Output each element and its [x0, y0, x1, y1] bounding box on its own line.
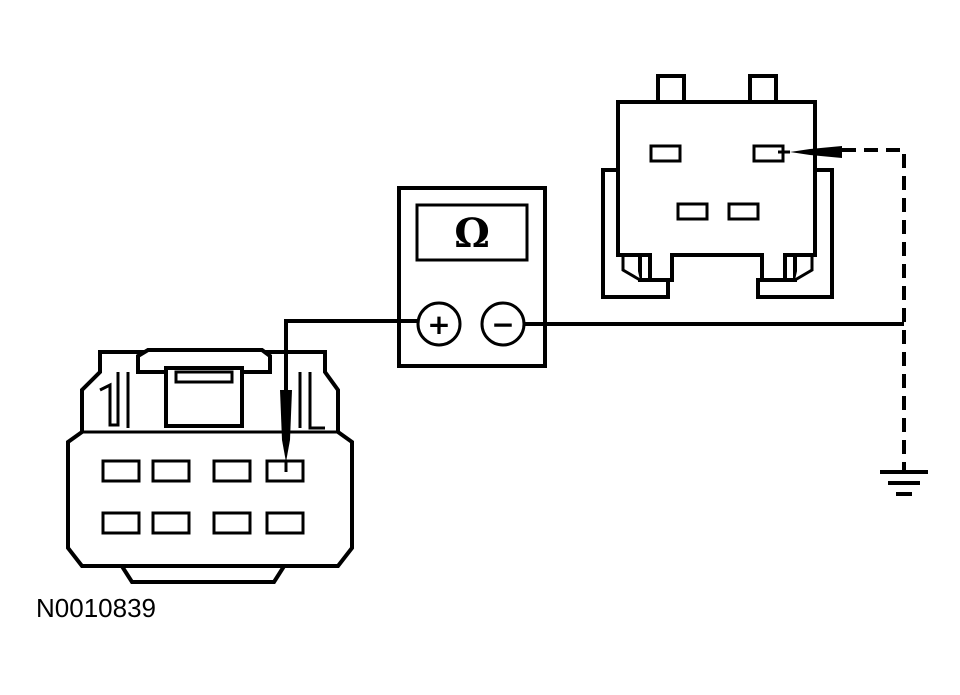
right-probe — [790, 146, 842, 158]
pin — [212, 459, 252, 483]
figure-id: N0010839 — [36, 593, 156, 623]
positive-terminal — [416, 301, 462, 347]
left-probe — [280, 390, 292, 462]
meter-display — [415, 203, 529, 262]
pin — [265, 511, 305, 535]
pin — [649, 144, 682, 163]
ohmmeter: Ω + − — [397, 186, 547, 368]
right-connector — [601, 74, 834, 299]
pin — [101, 459, 141, 483]
jumper-lead — [842, 148, 906, 470]
pin — [676, 202, 709, 221]
pin — [727, 202, 760, 221]
negative-label: − — [491, 308, 514, 341]
pin — [212, 511, 252, 535]
left-connector — [66, 348, 354, 584]
ground-icon — [880, 470, 928, 496]
pin — [101, 511, 141, 535]
positive-label: + — [427, 308, 450, 341]
ohm-symbol: Ω — [454, 210, 490, 257]
pin — [151, 511, 191, 535]
positive-lead — [284, 319, 418, 390]
pin — [151, 459, 191, 483]
